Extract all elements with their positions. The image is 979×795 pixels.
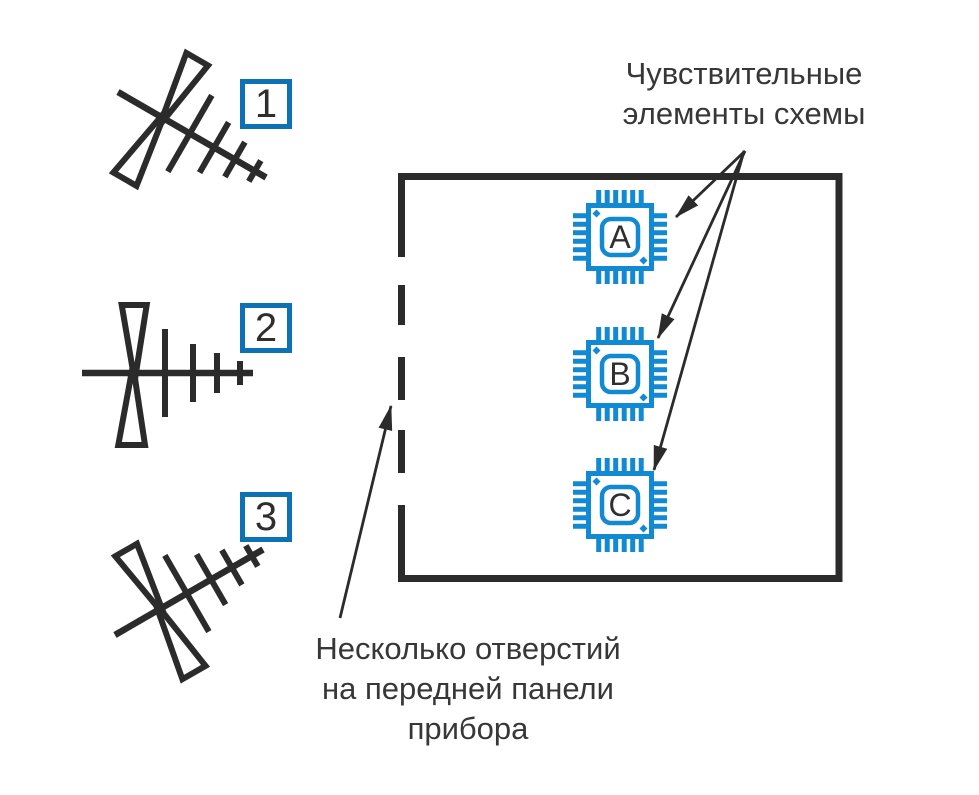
antenna-label-2-text: 2 [254,305,278,350]
antenna-label-1-text: 1 [254,81,278,126]
antenna-label-3-text: 3 [254,494,278,539]
sensitive-elements-arrows [652,149,747,472]
chip-a: A [573,190,667,284]
front-panel-holes-label: Несколько отверстий на передней панели п… [315,631,621,746]
antenna-label-2: 2 [240,303,292,353]
chip-c: C [573,458,667,552]
antenna-label-3: 3 [240,492,292,542]
antenna-icon-2 [82,305,253,445]
enclosure-box [398,173,843,582]
arrow-to-chip-b [656,150,747,340]
chip-a-letter: A [609,218,631,255]
arrow-to-chip-a [675,149,746,219]
chip-c-letter: C [608,486,632,523]
arrow-to-front-panel [338,404,393,619]
antenna-label-1: 1 [240,79,292,129]
sensitive-elements-label: Чувствительные элементы схемы [622,56,866,131]
arrow-to-chip-c [652,150,746,472]
chip-b-letter: B [609,355,631,392]
chip-b: B [573,327,667,421]
antenna-icon-1 [82,33,300,240]
